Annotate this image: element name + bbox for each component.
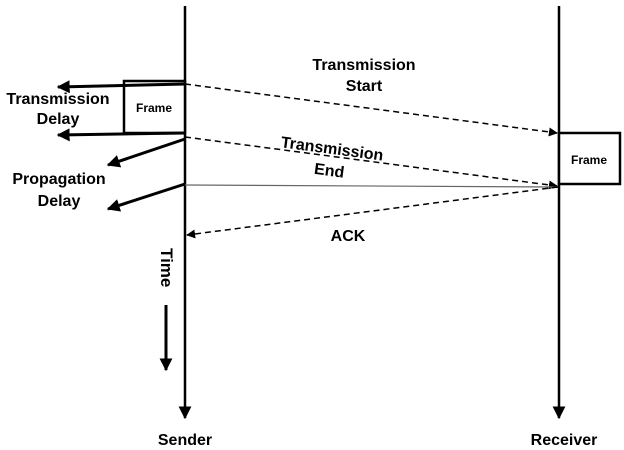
sender-frame-box	[122, 79, 187, 135]
transmission-start-label-line1: Transmission	[312, 57, 415, 74]
ack-message	[186, 186, 559, 239]
transmission-delay-label-line1: Transmission	[6, 91, 109, 108]
propagation-reference-line	[184, 184, 559, 188]
sender-frame-label: Frame	[136, 101, 172, 115]
transmission-delay-label-line2: Delay	[37, 111, 80, 128]
transmission-end-message	[184, 136, 558, 190]
time-label: Time	[157, 248, 176, 287]
transmission-end-label-line1: Transmission	[280, 134, 384, 164]
propagation-delay-label-line1: Propagation	[12, 171, 105, 188]
ack-label: ACK	[331, 228, 366, 245]
transmission-end-label-line2: End	[313, 161, 345, 182]
receiver-frame-box	[557, 131, 622, 186]
propagation-delay-top-arrow	[106, 137, 186, 168]
transmission-start-message	[184, 83, 558, 137]
propagation-delay-bottom-arrow	[106, 182, 186, 212]
transmission-start-label-line2: Start	[346, 78, 383, 95]
receiver-frame-label: Frame	[571, 153, 607, 167]
receiver-label: Receiver	[531, 432, 598, 449]
transmission-delay-top-arrow	[56, 80, 186, 94]
transmission-delay-bottom-arrow	[56, 128, 186, 142]
sender-label: Sender	[158, 432, 212, 449]
propagation-delay-label-line2: Delay	[38, 193, 81, 210]
